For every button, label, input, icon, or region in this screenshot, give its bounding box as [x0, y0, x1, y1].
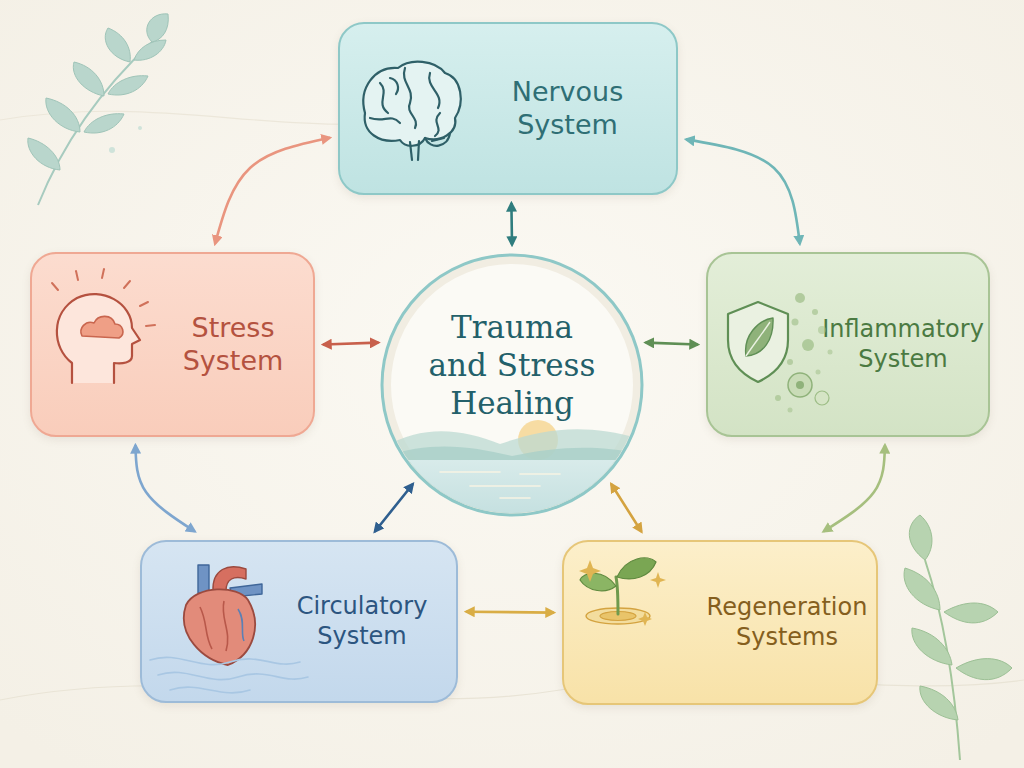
leaf-plant	[904, 515, 1012, 760]
center-title: Trauma and Stress Healing	[420, 309, 604, 422]
connector-arrow	[646, 343, 697, 345]
connector-arrow	[324, 343, 378, 345]
circle-border	[382, 255, 642, 515]
connector-arrow	[687, 140, 800, 243]
center-circle: Trauma and Stress Healing	[380, 253, 644, 517]
leaf-plant-part	[909, 515, 932, 560]
text-area: Trauma and Stress Healing	[420, 291, 604, 441]
system-name: Regeneration Systems	[698, 593, 876, 652]
connector-arrow	[824, 446, 885, 531]
leaf-plant-part	[944, 603, 998, 623]
system-name: Stress System	[162, 312, 304, 378]
system-box: Circulatory System	[140, 540, 458, 703]
leaf-branch-part	[134, 40, 166, 60]
connector-arrow	[612, 485, 641, 531]
system-box: Regeneration Systems	[562, 540, 878, 705]
text-area: Inflammatory System	[812, 254, 994, 435]
system-box: Stress System	[30, 252, 315, 437]
connector-arrow	[375, 485, 412, 531]
text-area: Circulatory System	[277, 542, 447, 701]
leaf-plant-part	[925, 560, 960, 760]
circle-halo	[386, 259, 638, 511]
system-box: Nervous System	[338, 22, 678, 195]
leaf-branch-part	[109, 147, 115, 153]
system-name: Inflammatory System	[812, 315, 994, 374]
leaf-plant-part	[920, 686, 958, 720]
leaf-plant-part	[956, 659, 1012, 680]
leaf-branch-part	[147, 14, 169, 42]
connector-arrow	[510, 204, 513, 244]
system-name: Nervous System	[490, 76, 645, 142]
leaf-branch-part	[105, 28, 130, 62]
connector-arrow	[467, 610, 553, 613]
leaf-plant-part	[912, 628, 952, 665]
leaf-branch-part	[73, 62, 104, 96]
text-area: Stress System	[162, 254, 304, 435]
leaf-branch-part	[108, 76, 148, 95]
text-area: Nervous System	[490, 24, 645, 193]
leaf-branch-part	[46, 98, 80, 132]
leaf-branch	[28, 14, 168, 205]
leaf-branch-part	[28, 138, 60, 170]
leaf-branch-part	[38, 42, 152, 205]
leaf-branch-part	[138, 126, 142, 130]
text-area: Regeneration Systems	[698, 542, 876, 703]
system-name: Circulatory System	[277, 592, 447, 651]
leaf-plant-part	[904, 568, 940, 610]
system-box: Inflammatory System	[706, 252, 990, 437]
connector-arrow	[135, 446, 194, 531]
leaf-branch-part	[84, 114, 124, 133]
connector-arrow	[215, 138, 329, 243]
